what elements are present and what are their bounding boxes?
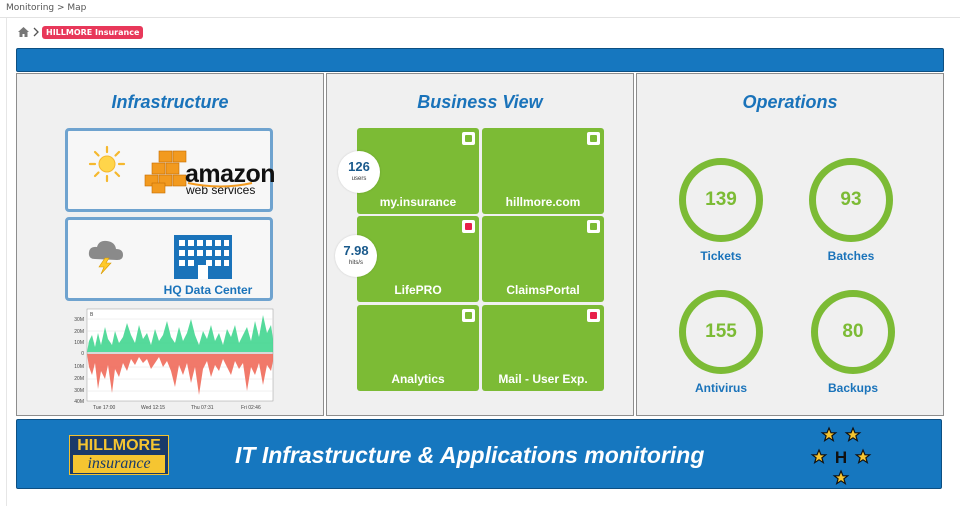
- gauge-label: Tickets: [700, 249, 742, 263]
- footer-banner: HILLMORE insurance IT Infrastructure & A…: [16, 419, 942, 489]
- tile-label: LifePRO: [394, 283, 442, 297]
- tile-mail-user-exp[interactable]: Mail - User Exp.: [482, 305, 604, 391]
- footer-title: IT Infrastructure & Applications monitor…: [235, 442, 705, 468]
- metric-unit: hits/s: [348, 260, 363, 266]
- subnav: HILLMORE Insurance: [18, 25, 144, 39]
- status-indicator: [462, 132, 475, 145]
- y-unit: B: [90, 312, 94, 318]
- chevron-right-icon: [33, 27, 39, 37]
- operations-panel: Operations 139 Tickets 93 Batches 155 An…: [636, 73, 944, 416]
- hq-label: HQ Data Center: [163, 283, 253, 297]
- infrastructure-panel: Infrastructure amazon web: [16, 73, 324, 416]
- x-tick: Tue 17:00: [93, 405, 116, 411]
- y-tick: 10M: [74, 364, 84, 370]
- stars-emblem-icon: H: [811, 427, 871, 485]
- y-tick: 20M: [74, 376, 84, 382]
- aws-smile: [187, 182, 253, 188]
- tile-label: my.insurance: [379, 195, 457, 209]
- aws-box[interactable]: amazon web services: [65, 128, 276, 212]
- logo-line2: insurance: [73, 455, 165, 473]
- y-tick: 40M: [74, 399, 84, 405]
- status-indicator: [462, 220, 475, 233]
- storm-cloud-icon: [88, 240, 123, 275]
- y-tick: 30M: [74, 388, 84, 394]
- left-border: [6, 18, 7, 506]
- gauge-value: 93: [840, 189, 862, 210]
- tile-claimsportal[interactable]: ClaimsPortal: [482, 216, 604, 302]
- outbound-area: [87, 354, 273, 395]
- metric-unit: users: [351, 176, 367, 182]
- business-view-panel: Business View my.insurance hillmore.com …: [326, 73, 634, 416]
- logo-line1: HILLMORE: [77, 437, 161, 454]
- building-icon: [174, 235, 232, 279]
- traffic-chart: 30M 20M 10M 0 10M 20M 30M 40M B Tue 17:0…: [74, 308, 274, 411]
- gauge-label: Backups: [827, 381, 879, 395]
- gauge-label: Antivirus: [694, 381, 747, 395]
- gauge-label: Batches: [827, 249, 875, 263]
- tile-hillmore-com[interactable]: hillmore.com: [482, 128, 604, 214]
- status-indicator: [587, 220, 600, 233]
- status-indicator: [587, 132, 600, 145]
- tile-label: ClaimsPortal: [506, 283, 580, 297]
- aws-brand: amazon: [185, 160, 276, 188]
- gauge-value: 155: [705, 321, 737, 342]
- x-tick: Fri 02:46: [241, 405, 261, 411]
- top-banner: [16, 48, 944, 72]
- aws-cubes-icon: [144, 150, 187, 194]
- tile-analytics[interactable]: Analytics: [357, 305, 479, 391]
- users-metric-bubble[interactable]: 126 users: [338, 151, 380, 193]
- gauge-value: 80: [842, 321, 864, 342]
- x-tick: Thu 07:31: [191, 405, 214, 411]
- breadcrumb: Monitoring > Map: [6, 3, 87, 13]
- customer-tag[interactable]: HILLMORE Insurance: [42, 25, 144, 39]
- gauge-backups[interactable]: 80: [811, 290, 895, 374]
- tile-label: Mail - User Exp.: [498, 372, 588, 386]
- tile-label: hillmore.com: [505, 195, 581, 209]
- hits-metric-bubble[interactable]: 7.98 hits/s: [335, 235, 377, 277]
- tile-label: Analytics: [391, 372, 445, 386]
- y-tick: 20M: [74, 329, 84, 335]
- inbound-area: [87, 315, 273, 352]
- hillmore-logo: HILLMORE insurance: [69, 435, 169, 475]
- y-tick: 10M: [74, 340, 84, 346]
- status-indicator: [587, 309, 600, 322]
- panel-title: Business View: [417, 92, 543, 112]
- aws-sub: web services: [186, 183, 256, 197]
- gauge-tickets[interactable]: 139: [679, 158, 763, 242]
- gauge-antivirus[interactable]: 155: [679, 290, 763, 374]
- tile-lifepro[interactable]: LifePRO: [357, 216, 479, 302]
- y-tick: 0: [81, 351, 84, 357]
- hq-datacenter-box[interactable]: HQ Data Center: [65, 217, 273, 301]
- metric-value: 126: [348, 159, 370, 174]
- gauge-value: 139: [705, 189, 737, 210]
- panel-title: Infrastructure: [111, 92, 229, 112]
- x-tick: Wed 12:15: [141, 405, 165, 411]
- sun-icon: [88, 145, 126, 183]
- header-divider: [0, 17, 960, 18]
- home-icon[interactable]: [18, 27, 29, 37]
- status-indicator: [462, 309, 475, 322]
- panel-title: Operations: [742, 92, 838, 112]
- gauge-batches[interactable]: 93: [809, 158, 893, 242]
- metric-value: 7.98: [343, 243, 369, 258]
- y-tick: 30M: [74, 317, 84, 323]
- emblem-letter: H: [835, 448, 847, 467]
